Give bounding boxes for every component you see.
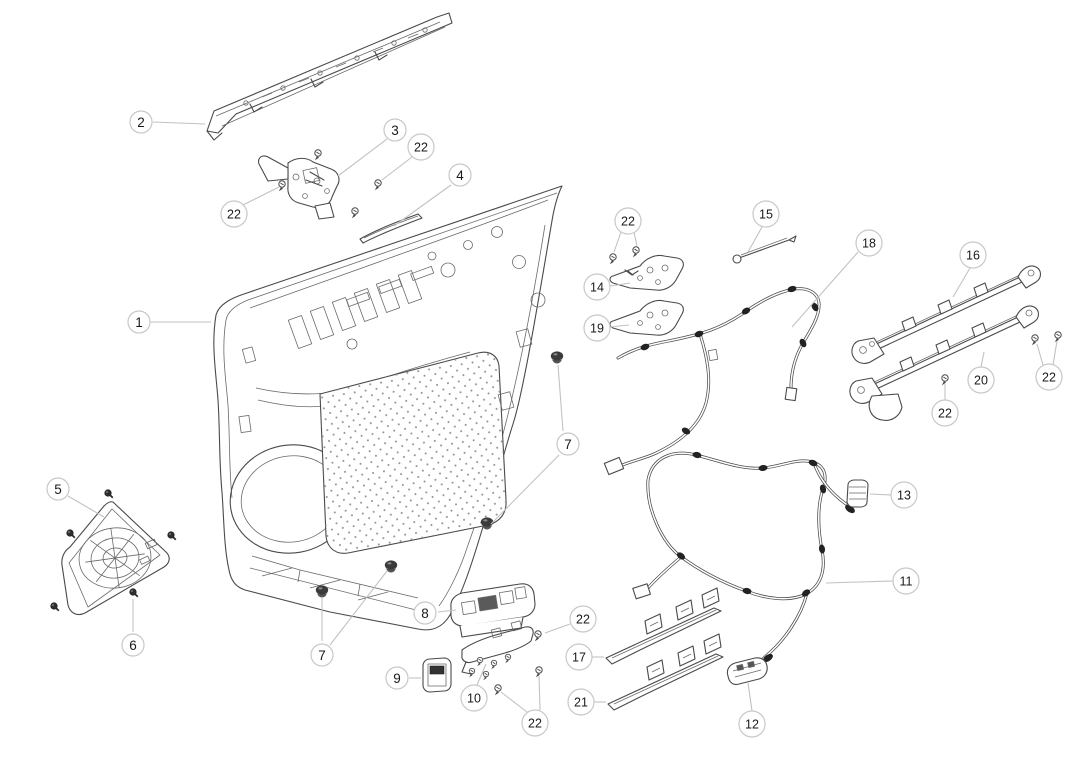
callout-22: 22: [1035, 340, 1063, 391]
svg-text:16: 16: [966, 249, 980, 263]
callout-8: 8: [413, 601, 457, 625]
svg-text:8: 8: [421, 606, 429, 621]
svg-text:3: 3: [391, 123, 399, 138]
svg-text:19: 19: [590, 322, 604, 336]
callout-14: 14: [583, 273, 631, 301]
svg-text:22: 22: [528, 717, 542, 731]
callout-16: 16: [952, 241, 987, 298]
svg-text:4: 4: [456, 168, 464, 183]
callout-17: 17: [565, 643, 604, 671]
callout-13: 13: [869, 481, 918, 509]
callouts-layer: 2 3 22 4 22 1 22 14 19 15 18 16 20 22 22 7 5 6 7 8 9 10 22 17 21…: [46, 110, 1063, 738]
svg-text:10: 10: [467, 692, 481, 706]
callout-5: 5: [46, 477, 105, 518]
part-upper-trim-strip: [206, 12, 453, 141]
callout-21: 21: [567, 688, 606, 716]
svg-text:6: 6: [129, 638, 137, 653]
callout-22: 22: [381, 133, 435, 181]
part-door-trim-panel: [213, 185, 563, 631]
callout-18: 18: [791, 229, 883, 328]
svg-text:5: 5: [54, 482, 62, 497]
part-lower-bracket-front: [605, 587, 722, 665]
callout-7: 7: [310, 570, 388, 667]
svg-text:13: 13: [897, 489, 911, 503]
part-inner-release-mechanism: [258, 155, 340, 220]
svg-text:7: 7: [564, 437, 572, 452]
callout-11: 11: [825, 567, 920, 595]
svg-text:17: 17: [572, 651, 586, 665]
callout-4: 4: [393, 163, 472, 227]
part-guide-rail-upper: [851, 265, 1042, 364]
part-connecting-rod: [732, 235, 797, 264]
callout-15: 15: [747, 200, 780, 253]
callout-1: 1: [127, 310, 211, 334]
callout-2: 2: [129, 110, 206, 134]
svg-text:9: 9: [393, 671, 401, 686]
part-guide-rail-lower: [849, 305, 1040, 421]
callout-7: 7: [490, 364, 580, 525]
part-lower-bracket-rear: [607, 633, 724, 711]
svg-text:22: 22: [576, 613, 590, 627]
svg-text:1: 1: [135, 315, 143, 330]
svg-text:22: 22: [414, 141, 428, 155]
part-trim-insert-strip: [359, 213, 423, 244]
svg-text:2: 2: [137, 115, 145, 130]
callout-10: 10: [460, 663, 488, 712]
part-single-switch: [422, 657, 452, 693]
part-switch-bracket: [461, 620, 534, 681]
svg-text:22: 22: [1042, 371, 1056, 385]
svg-text:21: 21: [574, 696, 588, 710]
svg-text:15: 15: [759, 208, 773, 222]
part-speaker-grille: [61, 501, 170, 616]
svg-text:20: 20: [974, 374, 988, 388]
callout-6: 6: [121, 599, 145, 657]
svg-text:22: 22: [621, 215, 635, 229]
part-harness-clip: [846, 479, 869, 508]
svg-text:18: 18: [862, 237, 876, 251]
part-wiring-harness-lower: [632, 451, 855, 671]
callout-22: 22: [931, 384, 959, 427]
part-window-switch-panel: [450, 583, 536, 638]
svg-text:22: 22: [227, 208, 241, 222]
callout-19: 19: [583, 314, 630, 342]
callout-22: 22: [544, 605, 597, 634]
callout-3: 3: [337, 118, 407, 177]
callout-12: 12: [738, 682, 766, 738]
part-connector-module: [726, 657, 768, 686]
svg-text:7: 7: [318, 648, 326, 663]
parts-artwork: [49, 12, 1062, 711]
svg-text:11: 11: [900, 575, 913, 589]
callout-22: 22: [613, 207, 642, 253]
callout-22: 22: [220, 186, 280, 228]
svg-text:14: 14: [590, 281, 604, 295]
callout-22: 22: [500, 675, 549, 737]
part-wiring-harness-upper: [603, 285, 821, 476]
part-upper-bracket-19: [609, 299, 684, 336]
svg-text:12: 12: [745, 718, 759, 732]
callout-9: 9: [385, 666, 421, 690]
svg-text:22: 22: [938, 407, 952, 421]
callout-20: 20: [967, 351, 995, 394]
part-upper-bracket-14: [609, 254, 684, 291]
